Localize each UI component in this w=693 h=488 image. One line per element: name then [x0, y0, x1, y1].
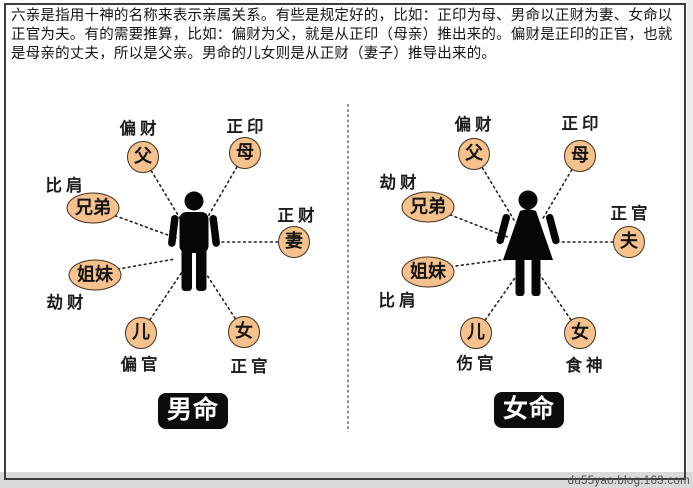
male-panel-title-badge: 男命	[157, 393, 229, 429]
female-god-label-husband: 正官	[610, 204, 652, 223]
right-edge-strip	[687, 0, 693, 472]
male-god-label-mother: 正印	[226, 117, 268, 136]
male-relative-node-daughter: 女	[228, 316, 260, 348]
female-relative-node-mother: 母	[564, 140, 596, 172]
intro-paragraph: 六亲是指用十神的名称来表示亲属关系。有些是规定好的，比如：正印为母、男命以正财为…	[11, 8, 673, 62]
male-god-label-brothers: 比肩	[45, 176, 87, 195]
female-god-label-sisters: 比肩	[378, 291, 420, 310]
male-relative-node-son: 儿	[125, 317, 157, 349]
male-god-label-son: 偏官	[120, 355, 162, 374]
male-relative-node-father: 父	[127, 141, 159, 173]
footer-strip	[0, 472, 693, 488]
male-relative-node-wife: 妻	[278, 226, 310, 258]
watermark-url: du55yao.blog.163.com	[567, 475, 690, 487]
female-relative-node-sisters: 姐妹	[401, 256, 455, 288]
female-relative-node-son: 儿	[460, 317, 492, 349]
female-god-label-mother: 正印	[561, 114, 603, 133]
female-god-label-brothers: 劫财	[379, 173, 421, 192]
female-relative-node-daughter: 女	[564, 317, 596, 349]
female-figure-icon	[496, 190, 560, 296]
female-relative-node-father: 父	[458, 138, 490, 170]
male-relative-node-sisters: 姐妹	[68, 259, 122, 291]
female-god-label-father: 偏财	[454, 115, 496, 134]
male-god-label-sisters: 劫财	[46, 293, 88, 312]
male-figure-icon	[168, 191, 220, 291]
male-relative-node-mother: 母	[229, 137, 261, 169]
female-god-label-daughter: 食神	[565, 356, 607, 375]
female-relative-node-brothers: 兄弟	[401, 191, 455, 223]
male-god-label-wife: 正财	[277, 206, 319, 225]
male-god-label-daughter: 正官	[230, 357, 272, 376]
female-relative-node-husband: 夫	[613, 226, 645, 258]
male-relative-node-brothers: 兄弟	[66, 192, 120, 224]
male-god-label-father: 偏财	[119, 119, 161, 138]
female-panel-title-badge: 女命	[493, 392, 565, 428]
female-god-label-son: 伤官	[456, 354, 498, 373]
